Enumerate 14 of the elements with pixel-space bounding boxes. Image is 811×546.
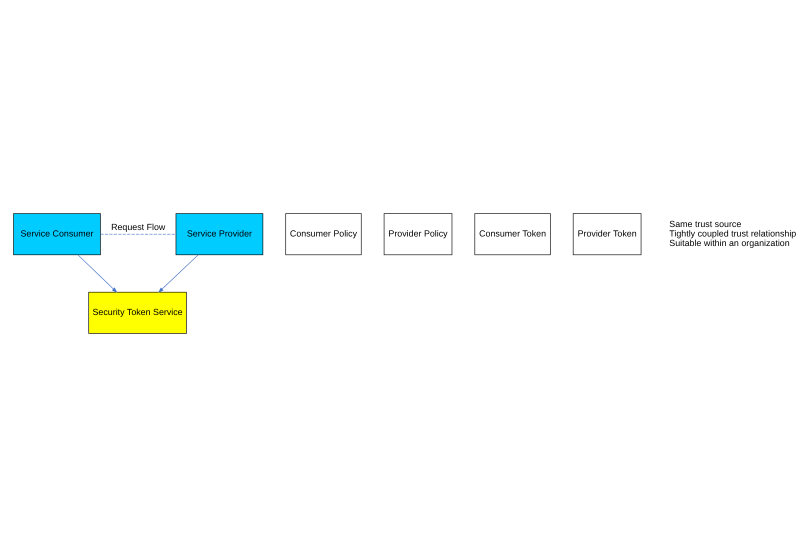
label: Suitable within an organization <box>669 238 790 248</box>
node-box: Provider Token <box>572 212 642 255</box>
node-box: Service Consumer <box>13 212 101 255</box>
arrow <box>78 254 118 292</box>
node-box: Provider Policy <box>384 212 452 255</box>
edge-label: Request Flow <box>111 221 166 232</box>
label: Same trust source <box>669 218 742 228</box>
connector <box>100 233 176 234</box>
node-box: Consumer Policy <box>285 212 362 255</box>
node-box: Consumer Token <box>474 212 551 255</box>
node-box: Security Token Service <box>88 291 187 334</box>
label: Tightly coupled trust relationship <box>669 228 796 238</box>
node-box: Service Provider <box>176 212 264 255</box>
arrow <box>158 254 198 292</box>
